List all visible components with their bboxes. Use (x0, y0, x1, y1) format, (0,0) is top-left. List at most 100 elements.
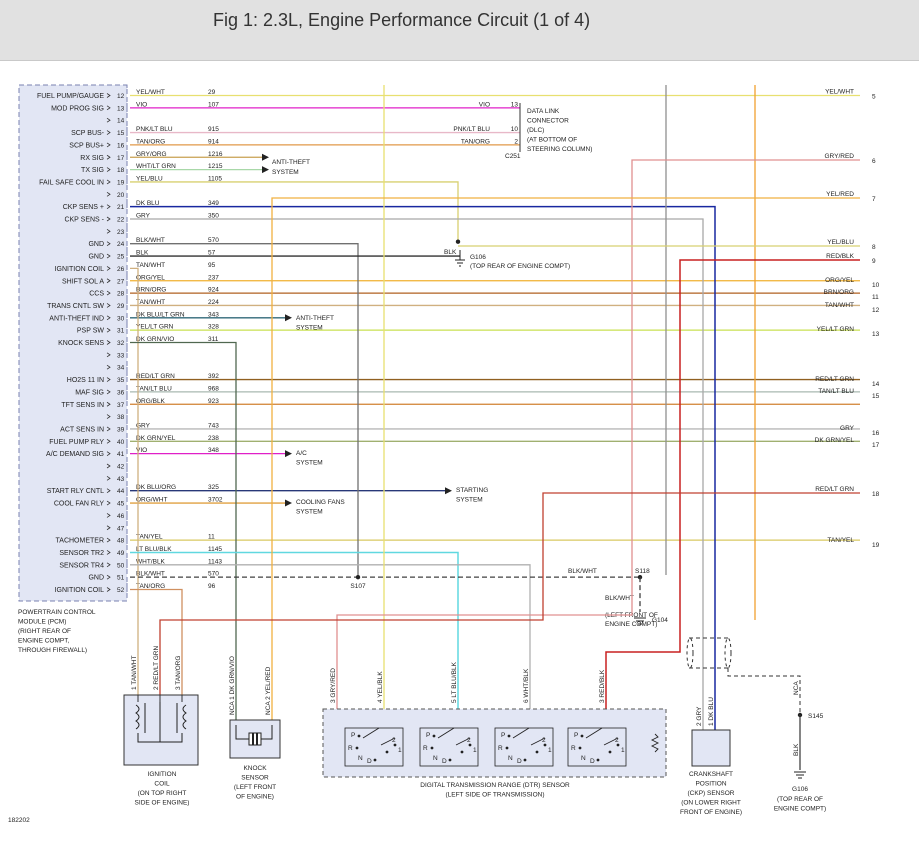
pin-chevron (106, 525, 111, 531)
pin-chevron (106, 550, 111, 555)
wire-color-label: RED/LT GRN (136, 373, 175, 380)
continuation-number: 14 (872, 381, 880, 388)
wire-color-label: BLK/WHT (136, 237, 165, 244)
pcm-pin-number: 47 (117, 525, 125, 532)
ckp-pin-label: 2 GRY (696, 706, 703, 726)
ckp-pin-label: 1 DK BLU (708, 697, 715, 726)
fans-arrow-icon (285, 499, 292, 507)
pcm-caption: POWERTRAIN CONTROL (18, 609, 96, 616)
circuit-number: 96 (208, 583, 216, 590)
switch-letter-1: 1 (473, 747, 477, 754)
right-wire-label: RED/LT GRN (815, 486, 854, 493)
pin-chevron (106, 253, 111, 259)
pcm-pin-label: PSP SW (77, 328, 104, 335)
wire-color-label: BLK/WHT (136, 571, 165, 578)
pcm-pin-number: 26 (117, 266, 125, 273)
switch-letter-d: D (367, 758, 372, 765)
pin-chevron (106, 352, 111, 358)
g106-bottom-caption: (TOP REAR OF (777, 796, 823, 803)
wire-color-label: GRY (136, 213, 151, 220)
pcm-pin-number: 27 (117, 278, 125, 285)
circuit-number: 1215 (208, 163, 223, 170)
wire-color-label: LT BLU/BLK (136, 546, 172, 553)
circuit-number: 328 (208, 324, 219, 331)
pin-chevron (106, 204, 111, 209)
knock-pin-label: NCA 1 DK GRN/VIO (229, 656, 236, 715)
pin-chevron (106, 191, 111, 197)
circuit-number: 11 (208, 534, 215, 541)
pcm-pin-label: KNOCK SENS (58, 340, 104, 347)
pin-chevron (106, 401, 111, 407)
switch-letter-p: P (426, 732, 430, 739)
pin-chevron (106, 377, 111, 382)
ckp-caption: FRONT OF ENGINE) (680, 809, 742, 816)
circuit-number: 325 (208, 484, 219, 491)
pcm-caption: MODULE (PCM) (18, 619, 66, 626)
continuation-number: 13 (872, 331, 880, 338)
pin-chevron (106, 426, 111, 432)
pcm-pin-number: 51 (117, 575, 125, 582)
right-wire-label: GRY/RED (825, 153, 855, 160)
coil-winding-icon (135, 704, 140, 730)
pcm-pin-label: GND (88, 254, 104, 261)
g106-wire-label: BLK (444, 249, 457, 256)
switch-contact (535, 750, 539, 754)
switch-contact (507, 734, 511, 738)
switch-letter-n: N (581, 755, 586, 762)
dlc-label: CONNECTOR (527, 118, 569, 125)
switch-letter-1: 1 (548, 747, 552, 754)
pin-chevron (106, 93, 111, 98)
pcm-pin-number: 20 (117, 192, 125, 199)
ckp-sensor-box (691, 729, 731, 767)
switch-contact (523, 758, 527, 762)
pcm-pin-number: 19 (117, 179, 125, 186)
dlc-label: (DLC) (527, 127, 544, 134)
wire-21 (130, 205, 716, 730)
pcm-pin-label: SENSOR TR2 (59, 550, 104, 557)
pcm-caption: (RIGHT REAR OF (18, 628, 71, 635)
figure-title: Fig 1: 2.3L, Engine Performance Circuit … (213, 10, 591, 30)
coil-caption: (ON TOP RIGHT (138, 790, 187, 797)
pcm-pin-number: 16 (117, 142, 125, 149)
continuation-number: 16 (872, 430, 880, 437)
circuit-number: 570 (208, 237, 219, 244)
switch-contact (385, 750, 389, 754)
coil-pin-label: 2 RED/LT GRN (153, 646, 160, 690)
circuit-number: 237 (208, 274, 219, 281)
continuation-number: 7 (872, 196, 876, 203)
wire-color-label: TAN/LT BLU (136, 385, 172, 392)
right-wire-label: TAN/LT BLU (818, 388, 854, 395)
pcm-pin-label: RX SIG (80, 155, 104, 162)
wire-color-label: WHT/BLK (136, 558, 166, 565)
pin-chevron (106, 476, 111, 481)
switch-contact (505, 746, 509, 750)
ckp-shield-icon (689, 637, 729, 669)
switch-contact (616, 743, 620, 747)
dlc-wire-label: VIO (479, 101, 490, 108)
circuit-number: 343 (208, 311, 219, 318)
wire-color-label: GRY (136, 422, 151, 429)
switch-contact (596, 758, 600, 762)
antitheft-arrow-icon (262, 153, 269, 161)
pcm-pin-number: 32 (117, 340, 125, 347)
pcm-pin-label: CCS (89, 291, 104, 298)
switch-blade (380, 737, 396, 746)
wire-50 (130, 564, 531, 710)
continuation-number: 15 (872, 393, 880, 400)
nca-label: NCA (793, 681, 800, 695)
ground-icon (794, 771, 806, 779)
continuation-number: 17 (872, 442, 880, 449)
wire-color-label: DK GRN/VIO (136, 336, 174, 343)
pin-chevron (106, 327, 111, 333)
antitheft-arrow-icon (285, 314, 292, 322)
gnd-wire-label-2: BLK/WHT (605, 595, 634, 602)
ground-icon (634, 617, 646, 625)
dtr-pin-label: 5 LT BLU/BLK (451, 661, 458, 703)
g106-name: G106 (470, 254, 486, 261)
pcm-pin-number: 30 (117, 315, 125, 322)
switch-letter-n: N (508, 755, 513, 762)
switch-letter-p: P (351, 732, 355, 739)
header-bar: Fig 1: 2.3L, Engine Performance Circuit … (0, 0, 919, 61)
g104-label: G104 (652, 617, 668, 624)
pcm-pin-label: SCP BUS- (71, 130, 105, 137)
